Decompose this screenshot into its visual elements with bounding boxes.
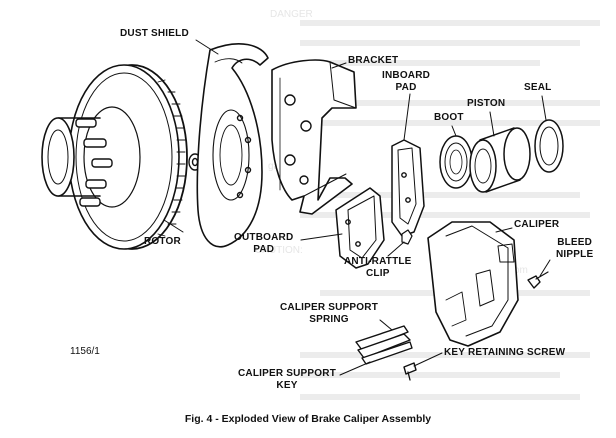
bleed-through-line <box>300 120 600 126</box>
label-bleed-nipple: BLEED NIPPLE <box>556 237 594 260</box>
rotor <box>41 64 188 250</box>
label-piston: PISTON <box>467 98 506 109</box>
bracket <box>271 59 357 215</box>
label-dust-shield: DUST SHIELD <box>120 28 189 39</box>
bleed-through-line <box>330 100 600 106</box>
bleed-through-line <box>300 394 580 400</box>
label-caliper-support-spring: CALIPER SUPPORT SPRING <box>280 302 379 325</box>
bleed-through-line <box>300 212 590 218</box>
figure-number: 1156/1 <box>70 346 100 357</box>
figure-caption: Fig. 4 - Exploded View of Brake Caliper … <box>184 413 432 425</box>
bleed-nipple <box>527 271 549 289</box>
label-bracket: BRACKET <box>348 55 399 66</box>
boot <box>439 135 473 189</box>
label-rotor: ROTOR <box>144 236 181 247</box>
piston <box>469 127 531 193</box>
caliper-support-key <box>355 325 413 365</box>
leader-lines <box>163 39 551 376</box>
bleed-through-caution: CAUTION: <box>255 245 303 256</box>
bleed-through-line <box>300 20 600 26</box>
bleed-through-line <box>300 192 580 198</box>
bleed-through-text: DANGER <box>270 9 313 20</box>
seal <box>534 119 564 173</box>
dust-shield <box>196 43 269 248</box>
inboard-pad <box>391 139 425 237</box>
label-anti-rattle-clip: ANTI-RATTLE CLIP <box>344 256 412 279</box>
bleed-through-line <box>300 352 590 358</box>
anti-rattle-clip <box>401 229 413 245</box>
label-boot: BOOT <box>434 112 464 123</box>
bleed-through-line <box>300 372 560 378</box>
label-caliper-support-key: CALIPER SUPPORT KEY <box>238 368 337 391</box>
label-caliper: CALIPER <box>514 219 560 230</box>
caliper <box>427 221 519 347</box>
outboard-pad <box>335 187 385 269</box>
bleed-through-line <box>300 60 540 66</box>
key-retaining-screw <box>403 362 417 381</box>
label-inboard-pad: INBOARD PAD <box>382 70 431 93</box>
label-outboard-pad: OUTBOARD PAD <box>234 232 294 255</box>
label-seal: SEAL <box>524 82 552 93</box>
bleed-through-line <box>300 40 580 46</box>
label-key-retaining-screw: KEY RETAINING SCREW <box>444 347 566 358</box>
